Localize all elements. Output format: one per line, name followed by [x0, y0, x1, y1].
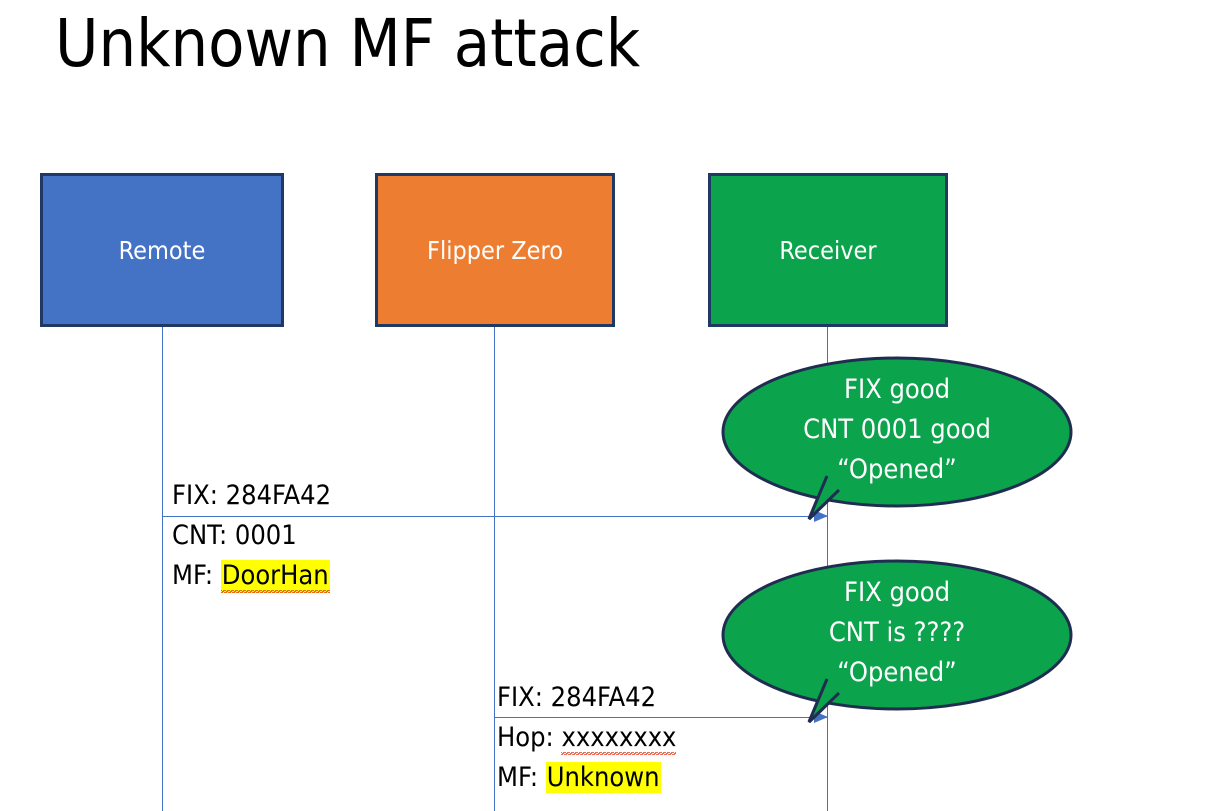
- message-label-fix-remote: FIX: 284FA42: [172, 476, 331, 516]
- label-prefix: Hop:: [497, 722, 562, 753]
- lifeline-flipper: [494, 327, 495, 811]
- actor-box-flipper[interactable]: Flipper Zero: [375, 173, 615, 327]
- label-value: 0001: [234, 520, 297, 551]
- speech-bubble-receiver-first: FIX good CNT 0001 good “Opened”: [721, 356, 1073, 524]
- message-label-hop-flipper: Hop: xxxxxxxx: [497, 718, 677, 758]
- label-value-highlighted: DoorHan: [221, 560, 329, 591]
- message-label-fix-flipper: FIX: 284FA42: [497, 678, 656, 718]
- label-value: 284FA42: [550, 682, 657, 713]
- arrowhead-icon: [814, 510, 828, 522]
- message-label-mf-flipper: MF: Unknown: [497, 758, 661, 798]
- actor-box-remote[interactable]: Remote: [40, 173, 284, 327]
- label-prefix: FIX:: [497, 682, 551, 713]
- speech-bubble-shape-icon: [721, 356, 1073, 521]
- label-prefix: FIX:: [172, 480, 226, 511]
- lifeline-remote: [162, 327, 163, 811]
- message-label-cnt-remote: CNT: 0001: [172, 516, 297, 556]
- label-value-highlighted: Unknown: [545, 762, 661, 793]
- label-prefix: MF:: [172, 560, 221, 591]
- page-title: Unknown MF attack: [55, 5, 641, 82]
- label-value: xxxxxxxx: [561, 722, 677, 755]
- actor-label-flipper: Flipper Zero: [427, 235, 563, 265]
- actor-label-remote: Remote: [118, 235, 206, 265]
- message-arrow-remote-to-receiver: [162, 510, 828, 522]
- label-value: 284FA42: [225, 480, 332, 511]
- label-prefix: MF:: [497, 762, 546, 793]
- speech-bubble-shape-icon: [721, 559, 1073, 724]
- speech-bubble-receiver-second: FIX good CNT is ???? “Opened”: [721, 559, 1073, 727]
- label-prefix: CNT:: [172, 520, 235, 551]
- actor-box-receiver[interactable]: Receiver: [708, 173, 948, 327]
- message-label-mf-remote: MF: DoorHan: [172, 556, 330, 596]
- actor-label-receiver: Receiver: [779, 235, 877, 265]
